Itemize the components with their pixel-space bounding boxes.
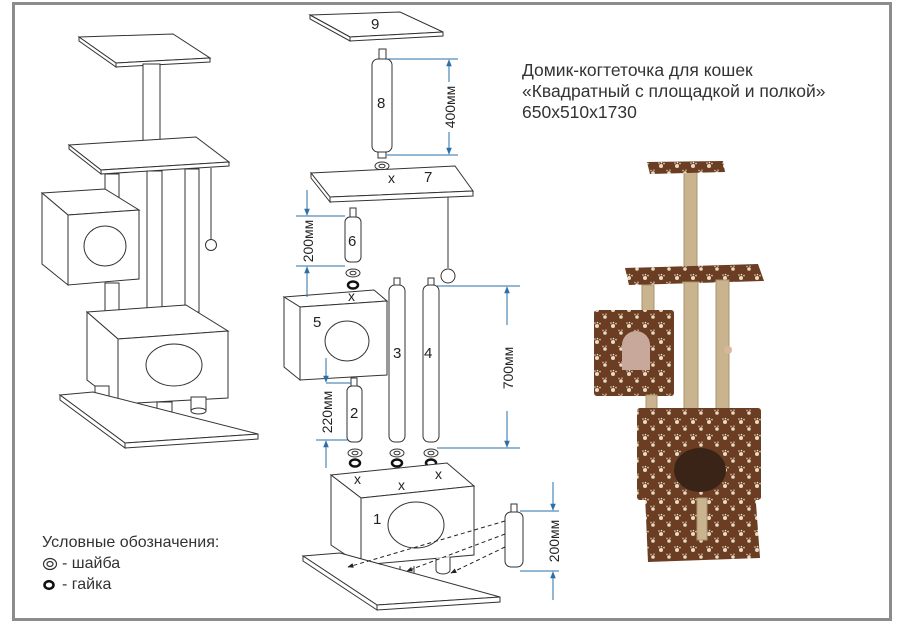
dim-200-leg: 200мм [546, 520, 562, 563]
dim-700: 700мм [500, 347, 516, 390]
title-line-2: «Квадратный с площадкой и полкой» [522, 81, 826, 101]
exploded-view [282, 11, 524, 611]
svg-text:x: x [348, 288, 355, 304]
title-line-1: Домик-когтеточка для кошек [522, 60, 753, 80]
title-dimensions: 650x510x1730 [522, 102, 637, 122]
product-photo [594, 161, 764, 562]
part-label-1: 1 [373, 511, 381, 528]
part-label-5: 5 [313, 314, 321, 331]
washer-icon [42, 557, 58, 570]
dimension-lines [296, 58, 559, 600]
part-label-8: 8 [377, 95, 385, 112]
legend-heading: Условные обозначения: [42, 534, 220, 551]
legend-item-washer: - шайба [42, 553, 219, 574]
nut-position-marks: x x x x x [348, 170, 442, 493]
assembled-view [40, 33, 259, 449]
nut-icon [43, 579, 55, 590]
legend-item-nut: - гайка [42, 574, 219, 595]
svg-text:x: x [388, 170, 395, 186]
dim-400: 400мм [442, 86, 458, 129]
part-label-2: 2 [350, 405, 358, 422]
part-label-7: 7 [424, 169, 432, 186]
svg-text:x: x [435, 466, 442, 482]
svg-text:x: x [354, 471, 361, 487]
part-labels: 9 8 7 6 5 3 4 2 1 [313, 16, 432, 528]
part-label-9: 9 [371, 16, 379, 33]
part-label-4: 4 [424, 345, 432, 362]
dim-200-top: 200мм [300, 220, 316, 263]
part-label-3: 3 [393, 345, 401, 362]
product-title: Домик-когтеточка для кошек «Квадратный с… [522, 60, 826, 123]
legend: Условные обозначения: - шайба - гайка [42, 532, 219, 595]
dim-220: 220мм [319, 391, 335, 434]
part-label-6: 6 [348, 233, 356, 250]
dimension-labels: 400мм 200мм 220мм 700мм 200мм [300, 86, 562, 563]
svg-text:x: x [398, 477, 405, 493]
